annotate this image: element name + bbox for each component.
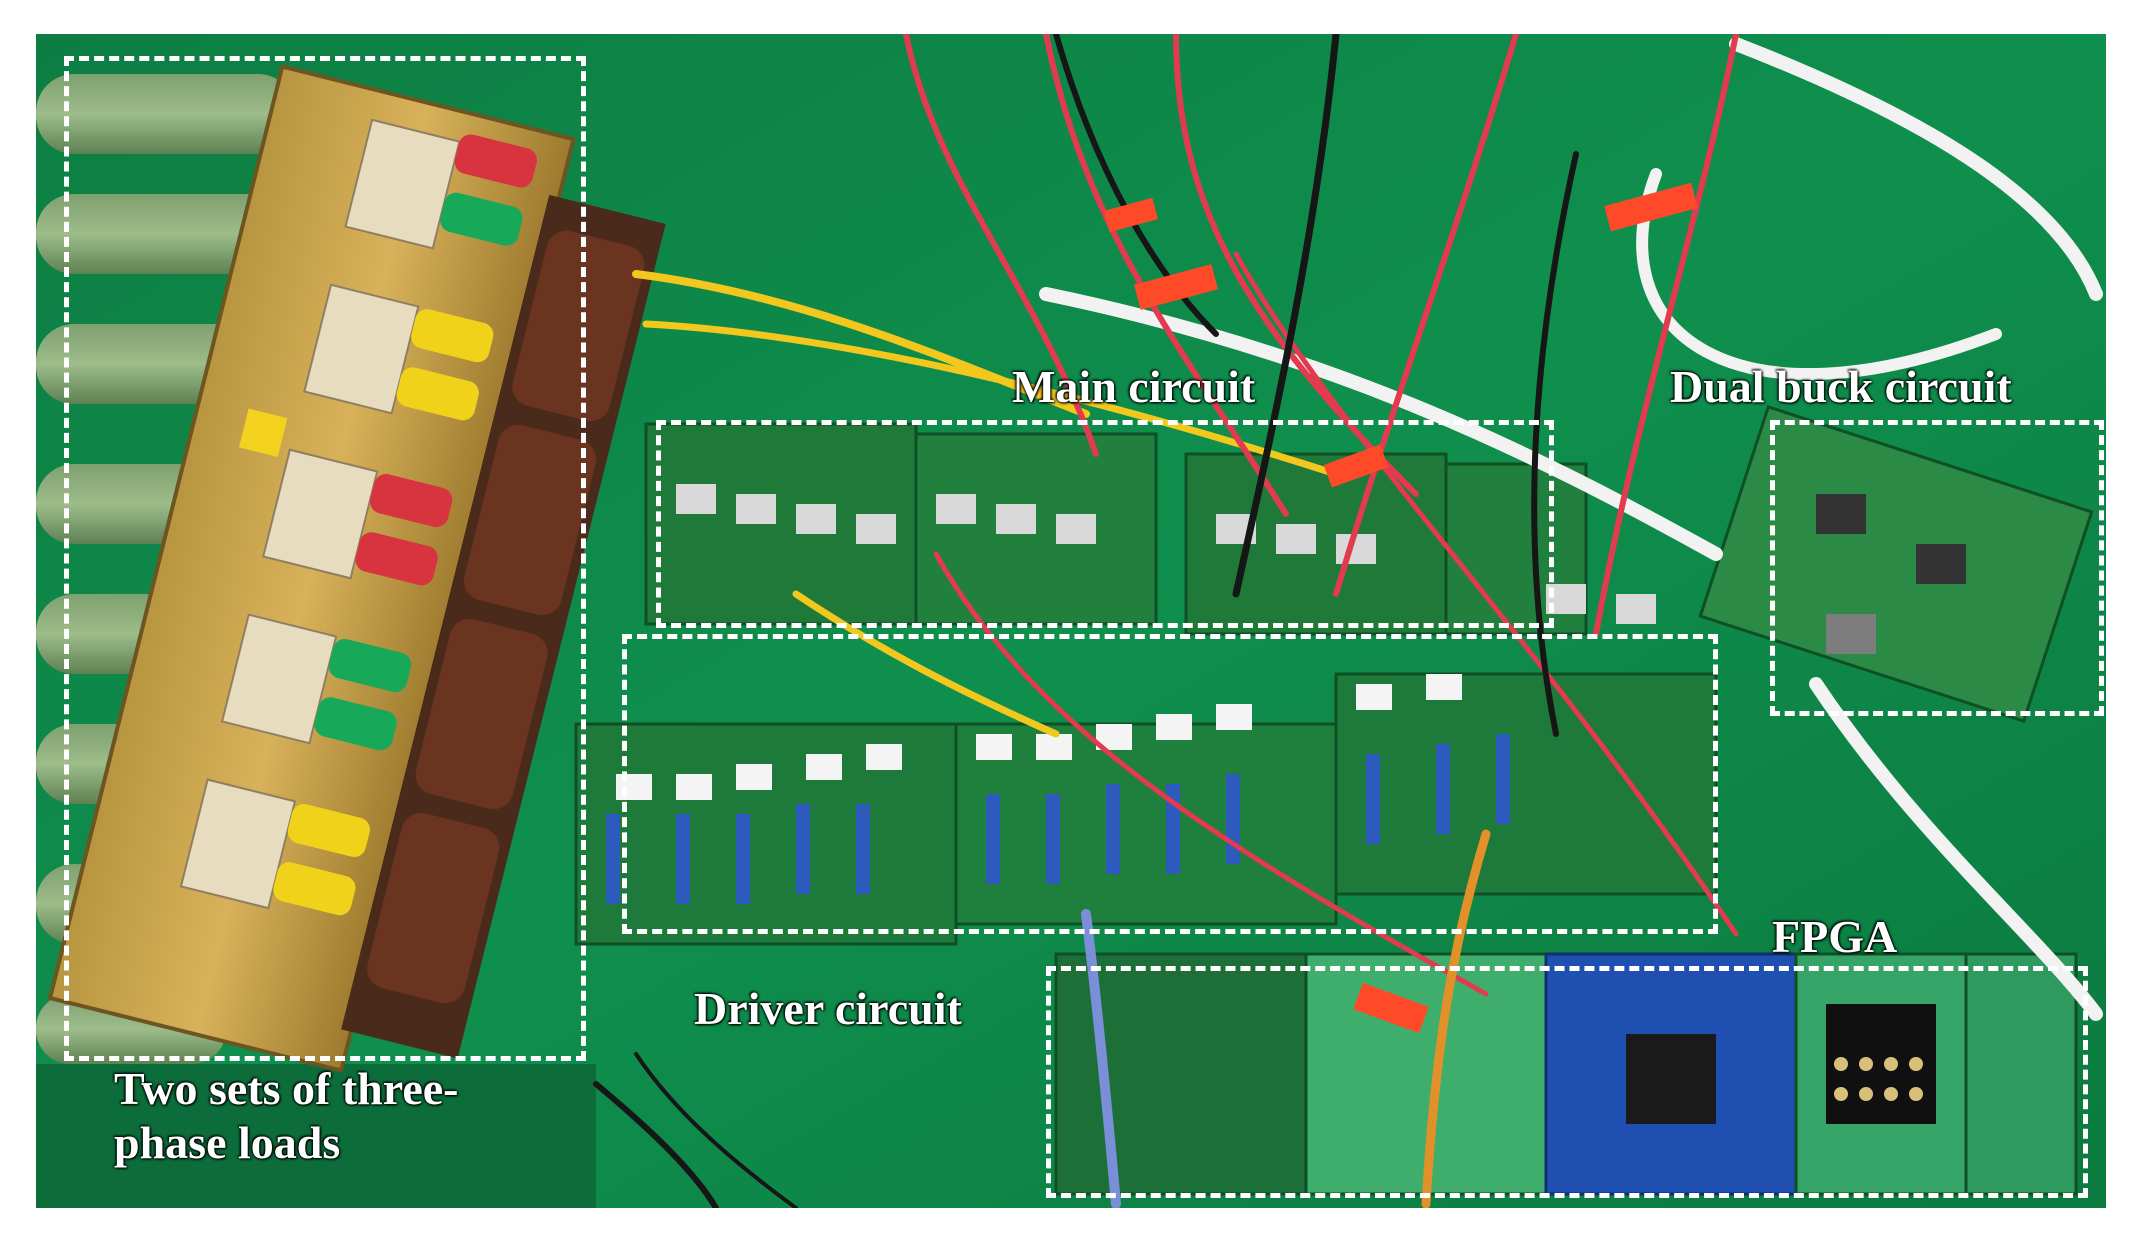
cable-tags bbox=[1104, 182, 1698, 1034]
driver-circuit-region-outline bbox=[622, 634, 1718, 934]
three-phase-load-bank bbox=[47, 64, 666, 1074]
wiring bbox=[593, 30, 2103, 1211]
loads-label: Two sets of three- phase loads bbox=[114, 1062, 458, 1171]
driver-circuit-boards bbox=[574, 672, 1718, 946]
test-bench-photo: Two sets of three- phase loads Main circ… bbox=[36, 30, 2106, 1211]
fpga-label: FPGA bbox=[1772, 911, 1898, 962]
loads-label-line-1: Two sets of three- bbox=[114, 1063, 459, 1114]
driver-circuit-label: Driver circuit bbox=[694, 983, 962, 1034]
dual-buck-region-outline bbox=[1770, 420, 2104, 716]
main-circuit-region-outline bbox=[656, 420, 1554, 628]
floor bbox=[36, 1064, 596, 1208]
dual-buck-label: Dual buck circuit bbox=[1670, 361, 2012, 412]
photo-scene bbox=[36, 30, 2106, 1211]
loads-label-line-2: phase loads bbox=[114, 1117, 341, 1169]
main-circuit-boards bbox=[644, 422, 1656, 636]
fpga-region-outline bbox=[1046, 966, 2088, 1198]
main-circuit-label: Main circuit bbox=[1012, 361, 1256, 412]
dual-buck-board bbox=[1698, 404, 2094, 724]
loads-region-outline bbox=[64, 56, 586, 1061]
